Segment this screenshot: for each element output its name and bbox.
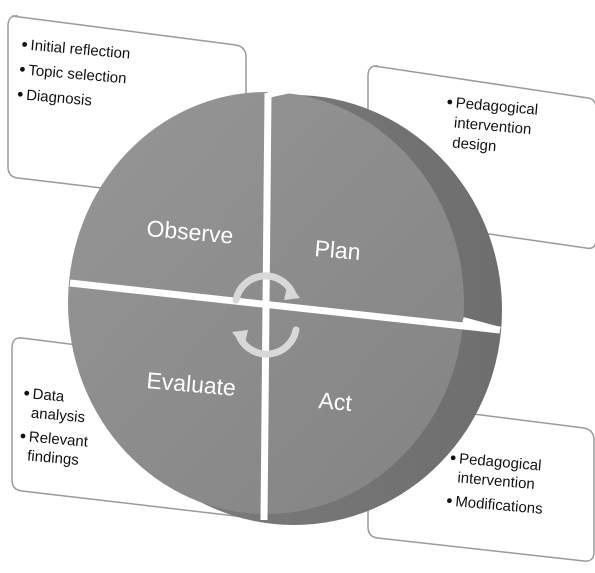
divider-rim-top: [267, 85, 301, 98]
divider-rim-right: [462, 317, 501, 333]
evaluate-note-2b: findings: [27, 447, 80, 468]
evaluate-note-2a: Relevant: [28, 429, 89, 451]
cycle-arrow-bottom: [236, 326, 300, 358]
act-notes: Pedagogical intervention Modifications: [447, 450, 543, 518]
plan-note-1c: design: [452, 134, 498, 155]
cycle-arrow-top: [232, 272, 296, 304]
observe-note-3: Diagnosis: [25, 87, 92, 110]
bullet-dot: [450, 455, 456, 461]
bullet-dot: [447, 498, 452, 504]
bullet-dot: [17, 91, 23, 97]
bullet-dot: [22, 42, 28, 47]
plan-note-1b: intervention: [453, 114, 532, 138]
bullet-dot: [20, 433, 26, 439]
divider-horizontal: [69, 279, 501, 334]
cycle-arrowhead-top: [284, 282, 300, 300]
quadrant-label-plan: Plan: [314, 235, 362, 265]
quadrant-label-act: Act: [318, 387, 354, 416]
bullet-dot: [24, 390, 30, 396]
bullet-dot: [20, 66, 25, 72]
cycle-arrowhead-bottom: [232, 330, 248, 348]
act-note-1b: intervention: [457, 469, 536, 493]
evaluate-notes: Data analysis Relevant findings: [20, 386, 89, 469]
evaluate-note-1b: analysis: [30, 405, 85, 427]
cycle-disc: [68, 85, 502, 525]
evaluate-note-1a: Data: [32, 386, 66, 406]
bullet-dot: [447, 99, 453, 105]
cycle-arrows-icon: [232, 272, 300, 358]
